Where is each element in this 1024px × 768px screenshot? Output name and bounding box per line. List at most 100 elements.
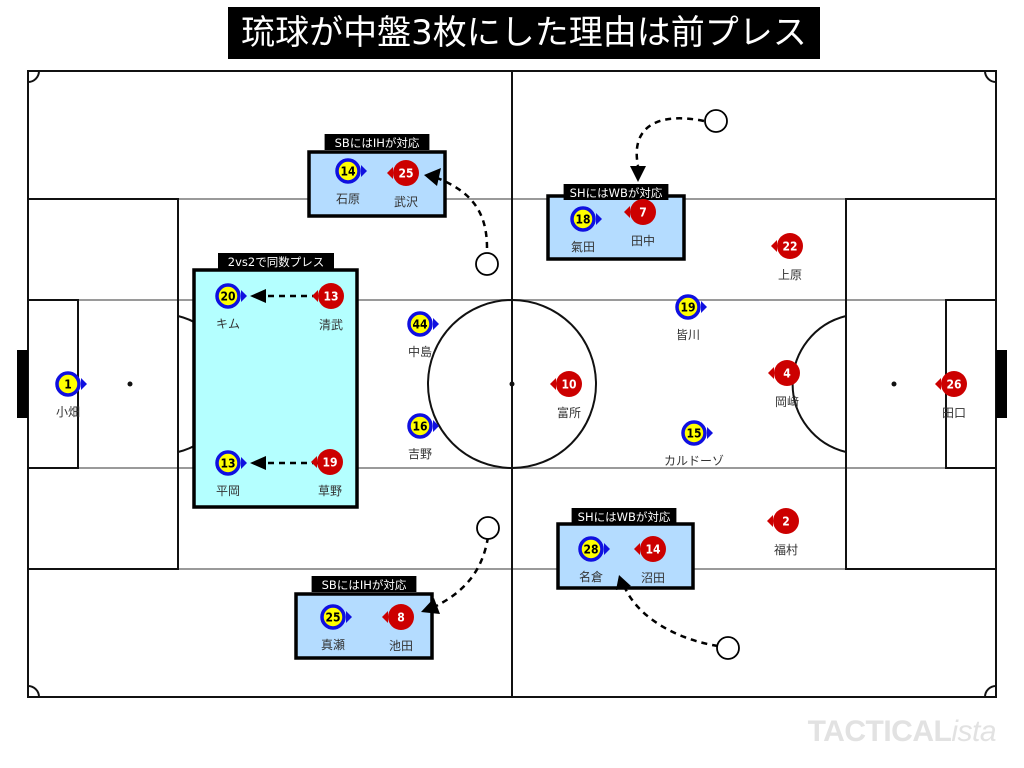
diagram-title: 琉球が中盤3枚にした理由は前プレス [228, 7, 820, 59]
player-number: 1 [64, 378, 72, 392]
player-name: 中島 [408, 344, 432, 359]
player-name: 平岡 [216, 484, 240, 498]
player-yellow: 16 吉野 [407, 413, 439, 461]
highlight-box-sh-wb-top: SHにはWBが対応 [546, 184, 686, 261]
player-number: 4 [783, 367, 791, 381]
player-red: 2福村 [767, 508, 799, 557]
player-red: 10 富所 [550, 371, 582, 420]
player-number: 18 [575, 213, 590, 227]
player-name: 岡﨑 [775, 394, 799, 409]
movement-arrow [429, 536, 490, 611]
player-name: キム [216, 317, 240, 331]
player-marker [335, 158, 361, 184]
player-number: 20 [220, 290, 235, 304]
player-marker [55, 371, 81, 397]
player-name: 富所 [557, 405, 581, 420]
left-penalty-box [27, 198, 179, 570]
player-name: 小畑 [56, 405, 80, 419]
player-name: 上原 [778, 268, 802, 282]
player-number: 44 [412, 318, 428, 332]
player-marker [675, 294, 701, 320]
facing-indicator [550, 378, 556, 390]
facing-indicator [241, 290, 247, 302]
box-label: SHにはWBが対応 [578, 510, 671, 524]
corner-arc [27, 685, 40, 698]
facing-indicator [387, 167, 393, 179]
player-name: 田口 [942, 406, 966, 420]
ghost-position [476, 516, 500, 540]
player-number: 19 [680, 301, 695, 315]
player-name: 皆川 [676, 328, 700, 342]
player-name: 田中 [631, 233, 655, 248]
player-yellow: 19 皆川 [675, 294, 707, 342]
arrow-head [421, 598, 440, 614]
arrow-head [424, 168, 441, 186]
player-marker [570, 206, 596, 232]
left-penalty-spot [127, 381, 133, 387]
player-name: 武沢 [394, 195, 418, 209]
movement-arrow [635, 117, 705, 167]
player-marker [774, 360, 800, 386]
player-name: 池田 [389, 639, 413, 653]
player-name: カルドーゾ [664, 454, 724, 468]
facing-indicator [433, 318, 439, 330]
facing-indicator [701, 301, 707, 313]
ghost-position [716, 636, 740, 660]
box-label: SBにはIHが対応 [335, 136, 420, 150]
facing-indicator [771, 240, 777, 252]
box-label: SHにはWBが対応 [570, 186, 663, 200]
facing-indicator [241, 457, 247, 469]
player-number: 2 [782, 515, 790, 529]
player-number: 28 [583, 543, 598, 557]
player-red: 7 田中 [624, 199, 656, 248]
player-number: 10 [561, 378, 576, 392]
player-number: 7 [639, 206, 647, 220]
ghost-position [475, 252, 499, 276]
player-marker [556, 371, 582, 397]
player-marker [320, 604, 346, 630]
movement-arrow [623, 587, 719, 648]
player-number: 16 [412, 420, 427, 434]
player-yellow: 44 中島 [407, 311, 439, 359]
player-name: 清武 [319, 318, 343, 332]
facing-indicator [311, 456, 317, 468]
facing-indicator [624, 206, 630, 218]
player-yellow: 20 キム [215, 283, 247, 331]
player-marker [941, 371, 967, 397]
player-name: 吉野 [408, 447, 432, 461]
player-number: 22 [782, 240, 797, 254]
facing-indicator [604, 543, 610, 555]
player-red: 8 池田 [382, 604, 414, 653]
brand-main: TACTICAL [807, 715, 952, 748]
player-number: 8 [397, 611, 405, 625]
player-name: 真瀬 [321, 638, 345, 652]
facing-indicator [81, 378, 87, 390]
box-label: SBにはIHが対応 [322, 578, 407, 592]
corner-arc [984, 685, 997, 698]
right-penalty-box [845, 198, 997, 570]
facing-indicator [767, 515, 773, 527]
highlight-box-sb-ih-top: SBにはIHが対応 [307, 134, 447, 218]
center-circle [427, 299, 597, 469]
player-marker [318, 283, 344, 309]
arrow-head [250, 456, 266, 470]
center-spot [509, 381, 515, 387]
arrow-head [616, 575, 631, 590]
player-marker [777, 233, 803, 259]
facing-indicator [361, 165, 367, 177]
arrow-head [250, 289, 266, 303]
player-number: 14 [340, 165, 356, 179]
highlight-box-sh-wb-bottom: SHにはWBが対応 [556, 508, 695, 590]
player-number: 25 [325, 611, 340, 625]
player-marker [215, 450, 241, 476]
facing-indicator [346, 611, 352, 623]
